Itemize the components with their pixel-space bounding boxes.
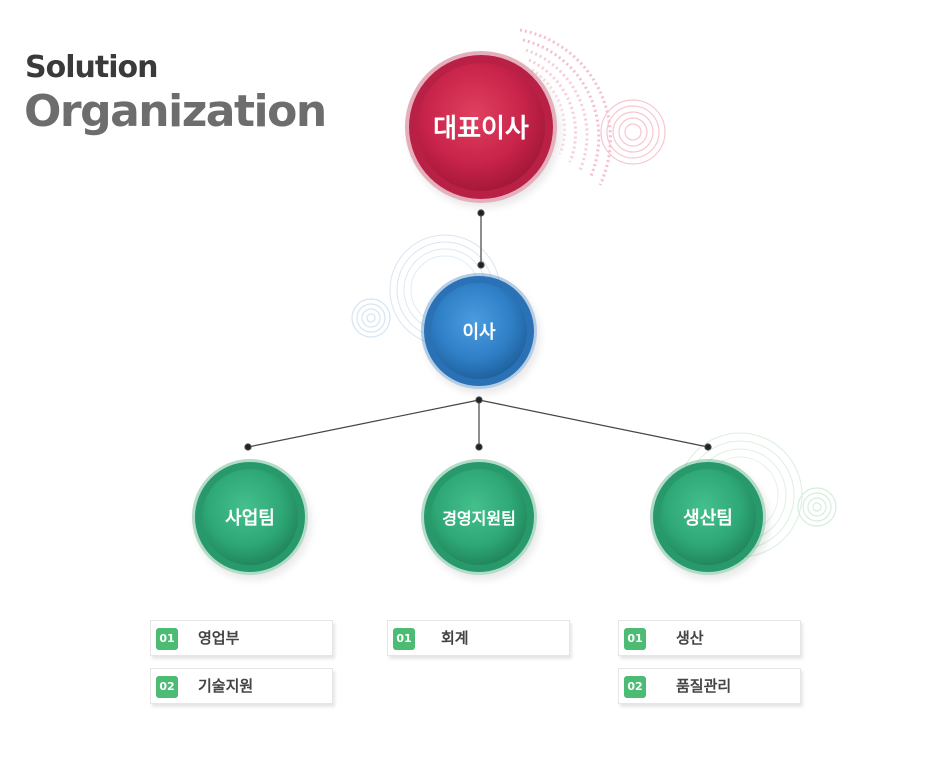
connector-director-team-1 <box>247 399 480 448</box>
team-node-management: 경영지원팀 <box>421 459 537 575</box>
department-number-badge: 01 <box>624 628 646 650</box>
connector-director-team-3 <box>478 399 709 448</box>
department-label: 생산 <box>676 629 704 647</box>
department-item: 01 회계 <box>387 620 570 656</box>
team-node-production: 생산팀 <box>650 459 766 575</box>
team-label: 사업팀 <box>225 508 275 529</box>
director-node: 이사 <box>421 273 537 389</box>
ceo-label: 대표이사 <box>433 114 529 144</box>
department-number-badge: 02 <box>624 676 646 698</box>
department-number-badge: 01 <box>393 628 415 650</box>
page-title: Organization <box>24 86 327 137</box>
connectors <box>244 209 712 451</box>
ceo-node: 대표이사 <box>405 51 557 203</box>
department-number-badge: 01 <box>156 628 178 650</box>
decorative-rings-red <box>519 28 666 186</box>
director-label: 이사 <box>462 322 496 343</box>
department-item: 01 생산 <box>618 620 801 656</box>
page-subtitle: Solution <box>25 50 158 85</box>
team-label: 경영지원팀 <box>442 509 516 528</box>
team-node-sales: 사업팀 <box>192 459 308 575</box>
department-label: 영업부 <box>198 629 240 647</box>
department-label: 기술지원 <box>198 677 254 695</box>
team-label: 생산팀 <box>683 508 733 529</box>
department-label: 회계 <box>441 629 469 647</box>
department-item: 02 기술지원 <box>150 668 333 704</box>
department-item: 02 품질관리 <box>618 668 801 704</box>
department-item: 01 영업부 <box>150 620 333 656</box>
department-number-badge: 02 <box>156 676 178 698</box>
department-label: 품질관리 <box>676 677 732 695</box>
